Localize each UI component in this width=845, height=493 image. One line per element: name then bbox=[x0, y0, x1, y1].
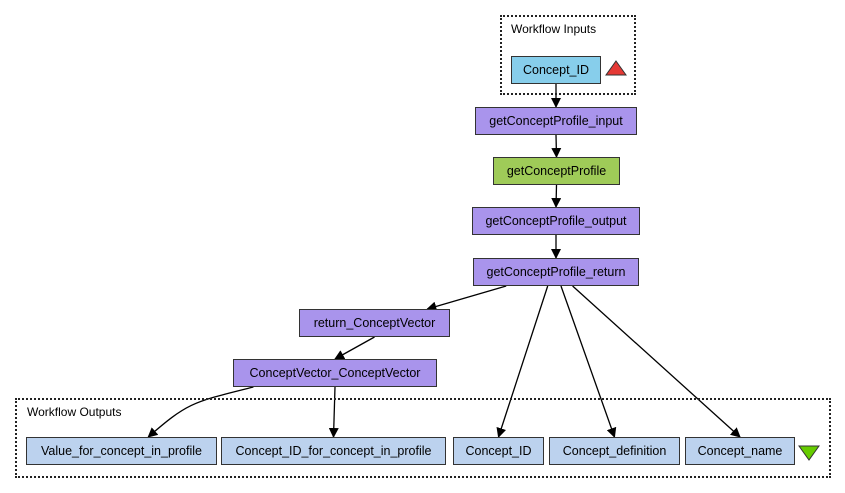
node-label: Concept_name bbox=[697, 444, 783, 458]
return-concept-vector-node[interactable]: return_ConceptVector bbox=[299, 309, 450, 337]
node-label: Value_for_concept_in_profile bbox=[41, 444, 202, 458]
output-concept-id-for-concept-in-profile-node[interactable]: Concept_ID_for_concept_in_profile bbox=[221, 437, 446, 465]
node-label: Concept_definition bbox=[562, 444, 667, 458]
edge-gcp-to-gcp_output bbox=[551, 184, 562, 208]
input-concept-id-node[interactable]: Concept_ID bbox=[511, 56, 601, 84]
edge-gcp_return-to-return_cv bbox=[426, 285, 507, 312]
node-label: getConceptProfile bbox=[506, 164, 607, 178]
node-label: getConceptProfile_output bbox=[485, 214, 627, 228]
get-concept-profile-input-node[interactable]: getConceptProfile_input bbox=[475, 107, 637, 135]
edge-cv_cv-to-out_value bbox=[147, 386, 254, 438]
input-port-triangle-icon bbox=[605, 60, 627, 76]
node-label: Concept_ID bbox=[465, 444, 532, 458]
output-port-triangle-icon bbox=[798, 445, 820, 461]
node-label: Concept_ID_for_concept_in_profile bbox=[235, 444, 432, 458]
node-label: return_ConceptVector bbox=[313, 316, 436, 330]
workflow-outputs-cluster: Workflow Outputs bbox=[15, 398, 831, 478]
output-concept-id-node[interactable]: Concept_ID bbox=[453, 437, 544, 465]
get-concept-profile-output-node[interactable]: getConceptProfile_output bbox=[472, 207, 640, 235]
output-concept-definition-node[interactable]: Concept_definition bbox=[549, 437, 680, 465]
get-concept-profile-return-node[interactable]: getConceptProfile_return bbox=[473, 258, 639, 286]
node-label: getConceptProfile_input bbox=[489, 114, 623, 128]
edge-cv_cv-to-out_concept_id_profile bbox=[328, 386, 339, 438]
concept-vector-concept-vector-node[interactable]: ConceptVector_ConceptVector bbox=[233, 359, 437, 387]
workflow-inputs-label: Workflow Inputs bbox=[511, 22, 597, 36]
edge-gcp_return-to-out_name bbox=[572, 285, 741, 438]
node-label: getConceptProfile_return bbox=[486, 265, 626, 279]
node-label: Concept_ID bbox=[522, 63, 589, 77]
edge-gcp_return-to-out_concept_id bbox=[496, 285, 549, 438]
workflow-inputs-cluster: Workflow Inputs bbox=[500, 15, 636, 95]
workflow-outputs-label: Workflow Outputs bbox=[27, 405, 122, 419]
edge-gcp_input-to-gcp bbox=[551, 134, 562, 158]
get-concept-profile-service-node[interactable]: getConceptProfile bbox=[493, 157, 620, 185]
edge-return_cv-to-cv_cv bbox=[334, 336, 375, 360]
node-label: ConceptVector_ConceptVector bbox=[249, 366, 421, 380]
edge-gcp_return-to-out_definition bbox=[560, 285, 617, 438]
output-value-for-concept-in-profile-node[interactable]: Value_for_concept_in_profile bbox=[26, 437, 217, 465]
output-concept-name-node[interactable]: Concept_name bbox=[685, 437, 795, 465]
